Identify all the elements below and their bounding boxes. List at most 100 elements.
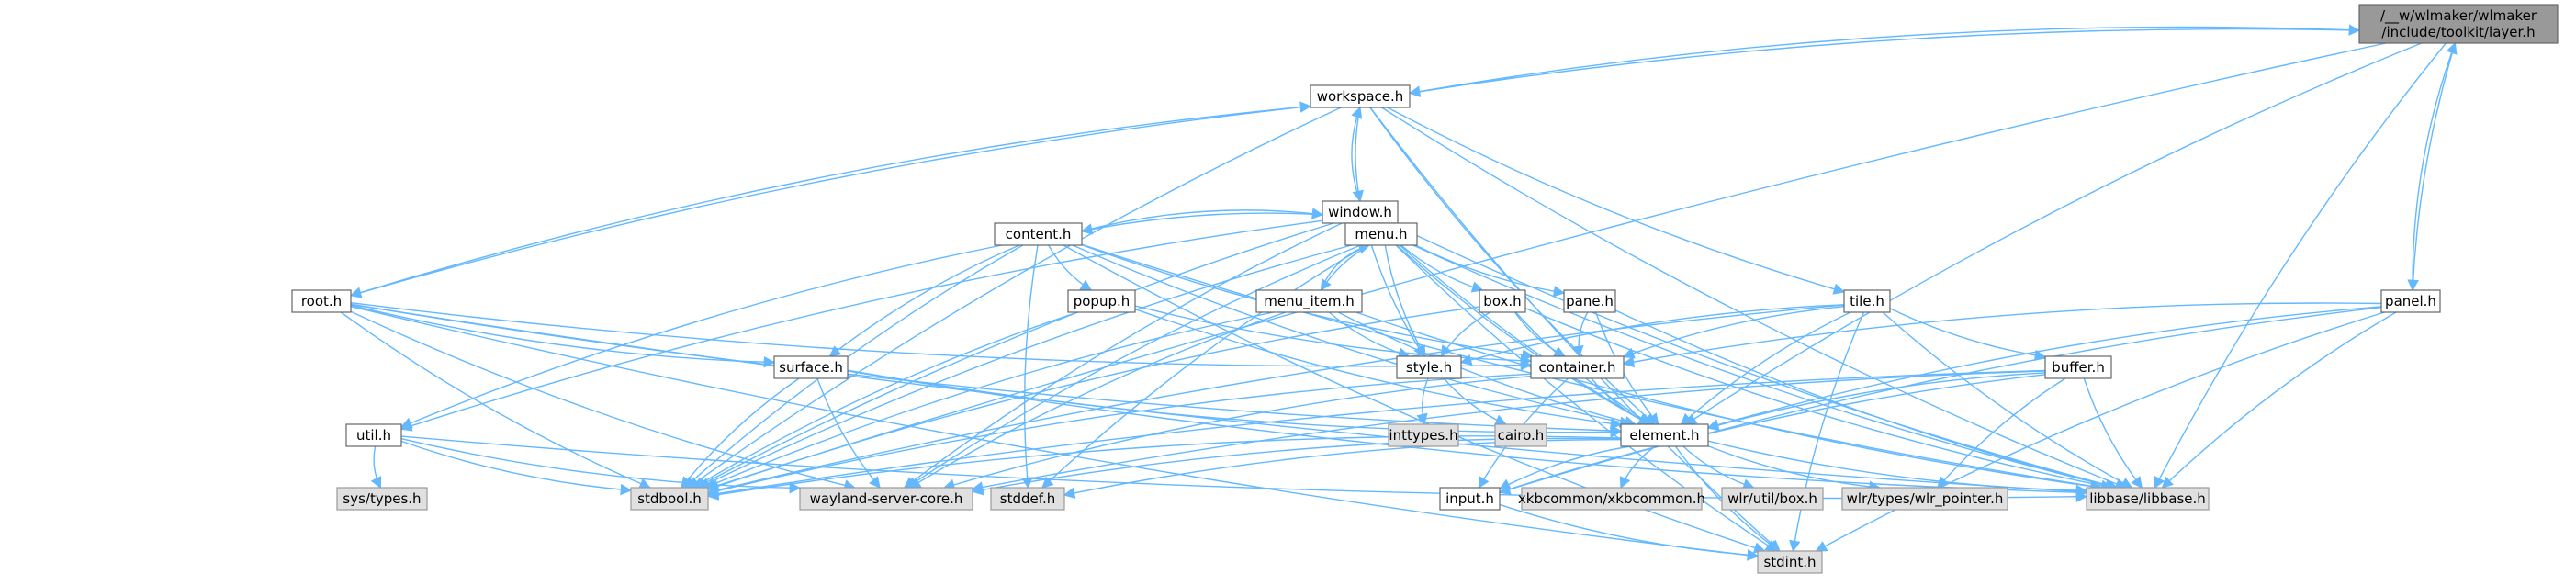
- edge-line: [706, 42, 2387, 491]
- edge-line: [2083, 377, 2143, 489]
- edge-line: [1373, 222, 1778, 552]
- edge-line: [847, 370, 2088, 499]
- edge-panel-to-element: [1706, 306, 2382, 431]
- edge-util-to-wayland: [400, 438, 802, 494]
- node-root[interactable]: root.h: [291, 289, 352, 313]
- edge-box-to-stdbool: [706, 306, 1480, 492]
- edge-line: [400, 435, 2088, 503]
- edge-workspace-to-stdint: [1369, 107, 1781, 552]
- node-box: [630, 487, 709, 511]
- edge-window-to-element: [1374, 222, 1651, 425]
- node-box: [1344, 222, 1418, 246]
- edge-line: [1416, 377, 1429, 426]
- edge-line: [1706, 372, 2046, 432]
- edge-box-to-style: [1440, 311, 1491, 358]
- node-input[interactable]: input.h: [1439, 487, 1501, 511]
- edge-line: [340, 311, 651, 489]
- edge-line: [1081, 243, 2103, 492]
- edge-line: [350, 310, 856, 491]
- edge-line: [350, 303, 2088, 498]
- edge-element-to-input: [1498, 445, 1631, 490]
- edge-element-to-wlrbox: [1682, 445, 1755, 490]
- edge-tile-to-buffer: [1889, 308, 2047, 362]
- edge-menu_item-to-style: [1328, 311, 1411, 359]
- node-pane[interactable]: pane.h: [1563, 289, 1616, 313]
- node-label: surface.h: [779, 359, 843, 376]
- node-popup[interactable]: popup.h: [1067, 289, 1136, 313]
- edge-menu_item-to-libbase: [1355, 311, 2102, 492]
- node-util[interactable]: util.h: [345, 423, 402, 447]
- edge-line: [350, 302, 1533, 371]
- edge-panel-to-libbase: [2161, 311, 2397, 489]
- node-buffer[interactable]: buffer.h: [2044, 355, 2112, 379]
- edge-line: [1498, 307, 2382, 495]
- node-box: [1439, 487, 1501, 511]
- edge-layer-to-panel: [2407, 42, 2457, 292]
- edge-root-to-stdint: [350, 306, 1760, 561]
- edge-line: [1063, 439, 1622, 499]
- node-stdint: stdint.h: [1757, 550, 1823, 574]
- edge-line: [1680, 311, 1851, 425]
- edge-line: [1320, 242, 1371, 291]
- edge-line: [1081, 208, 1324, 232]
- node-menu[interactable]: menu.h: [1344, 222, 1418, 246]
- edge-line: [350, 304, 776, 368]
- node-content[interactable]: content.h: [994, 222, 1083, 246]
- edge-line: [681, 377, 800, 489]
- node-label: libbase/libbase.h: [2089, 490, 2206, 507]
- node-panel[interactable]: panel.h: [2380, 289, 2441, 313]
- edge-line: [2412, 41, 2458, 291]
- edge-line: [400, 440, 633, 496]
- node-label: inttypes.h: [1389, 427, 1457, 444]
- node-label: stdint.h: [1763, 554, 1816, 570]
- edge-line: [1524, 308, 2113, 491]
- node-tile[interactable]: tile.h: [1843, 289, 1891, 313]
- node-label: root.h: [301, 293, 342, 309]
- edge-line: [1682, 445, 1755, 490]
- node-layer[interactable]: /__w/wlmaker/wlmaker/include/toolkit/lay…: [2358, 4, 2559, 44]
- node-label: panel.h: [2385, 293, 2436, 309]
- edge-line: [1459, 304, 1845, 366]
- node-box: [1563, 289, 1616, 313]
- node-container[interactable]: container.h: [1530, 355, 1625, 379]
- edge-root-to-container: [350, 302, 1533, 371]
- node-box[interactable]: box.h: [1479, 289, 1526, 313]
- node-box: [1255, 289, 1363, 313]
- node-menu-item[interactable]: menu_item.h: [1255, 289, 1363, 313]
- edge-line: [692, 311, 1078, 489]
- edge-element-to-wlrpointer: [1707, 444, 1881, 493]
- node-label: wlr/types/wlr_pointer.h: [1847, 490, 2004, 508]
- node-box: [1721, 487, 1824, 511]
- node-box: [2044, 355, 2112, 379]
- node-label: wayland-server-core.h: [810, 490, 963, 507]
- node-workspace[interactable]: workspace.h: [1310, 84, 1411, 108]
- edge-line: [1514, 311, 1567, 357]
- edge-pane-to-libbase: [1614, 309, 2118, 491]
- edge-line: [350, 101, 1312, 297]
- edge-line: [847, 369, 1623, 438]
- edge-buffer-to-wlrpointer: [1937, 377, 2066, 489]
- edge-line: [906, 244, 1361, 489]
- node-label: /include/toolkit/layer.h: [2381, 24, 2535, 40]
- node-label: /__w/wlmaker/wlmaker: [2380, 7, 2537, 25]
- edge-line: [971, 370, 2046, 493]
- node-surface[interactable]: surface.h: [773, 355, 849, 379]
- edge-panel-to-stdint: [1815, 311, 2385, 552]
- edge-line: [2407, 42, 2457, 292]
- node-label: wlr/util/box.h: [1727, 490, 1817, 507]
- edge-line: [687, 107, 1342, 489]
- node-cairo: cairo.h: [1494, 423, 1547, 447]
- node-window[interactable]: window.h: [1322, 200, 1399, 224]
- node-stddef: stddef.h: [990, 487, 1065, 511]
- node-element[interactable]: element.h: [1620, 423, 1709, 447]
- edge-window-to-stdint: [1373, 222, 1778, 552]
- node-box: [1310, 84, 1411, 108]
- edge-line: [1408, 28, 2360, 97]
- edge-line: [2161, 311, 2397, 489]
- node-box: [994, 222, 1083, 246]
- node-box: [1322, 200, 1399, 224]
- edge-line: [370, 445, 382, 489]
- edge-line: [1499, 503, 1760, 561]
- node-style[interactable]: style.h: [1396, 355, 1462, 379]
- edge-line: [1080, 212, 1323, 235]
